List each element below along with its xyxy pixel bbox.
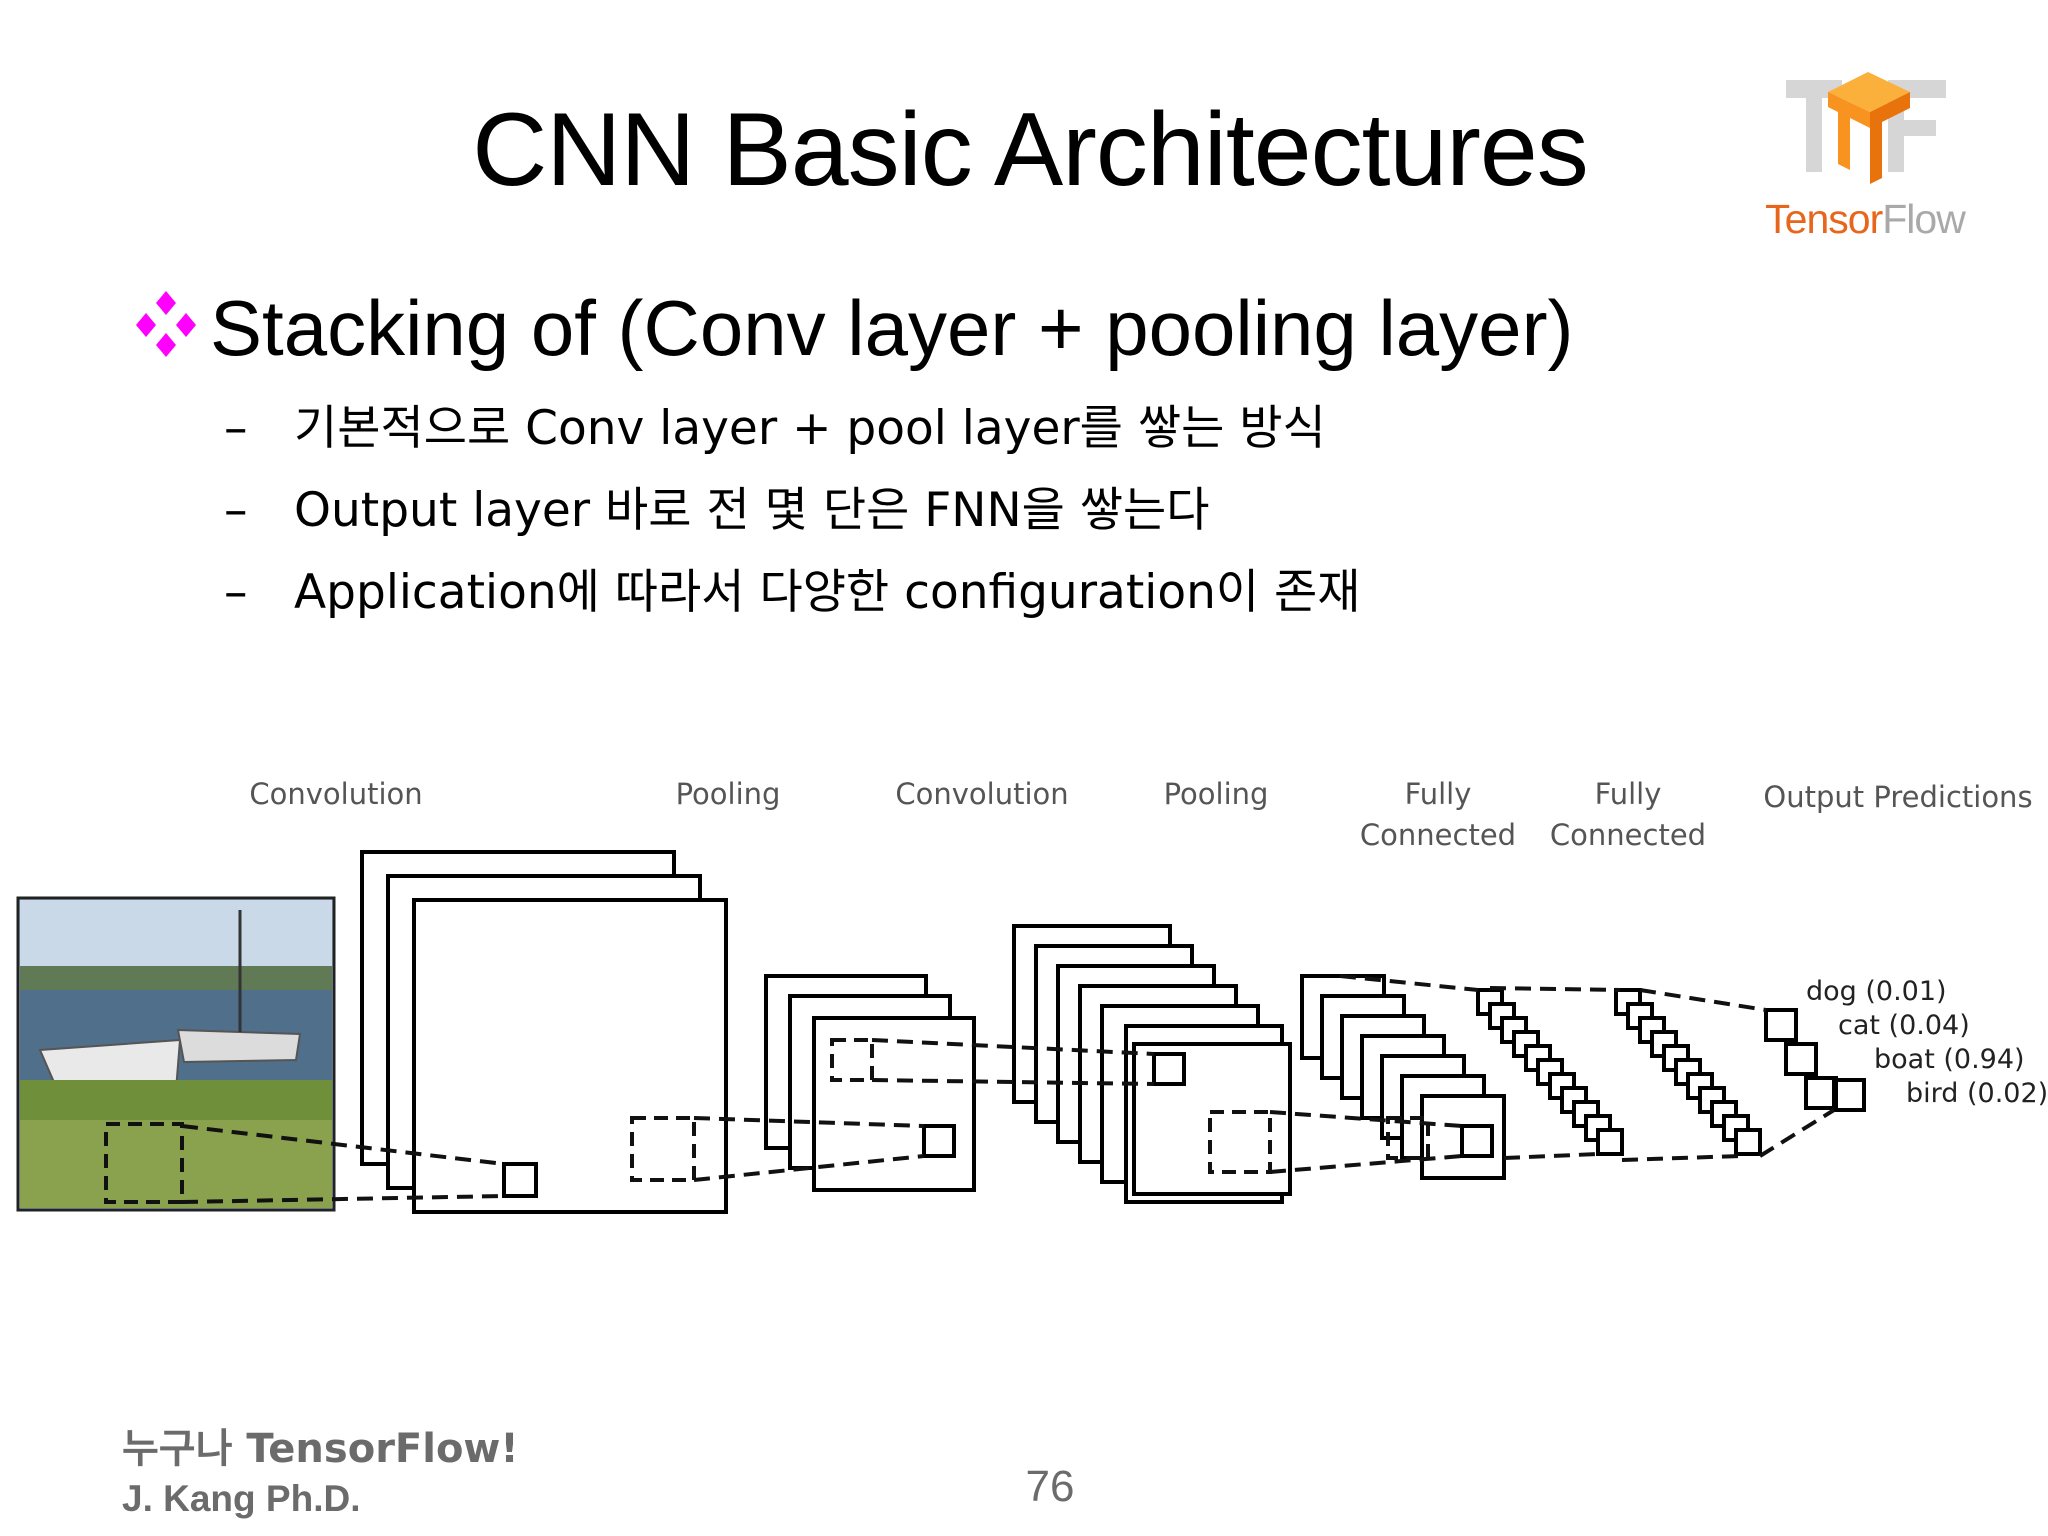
sub-bullet-text: Output layer 바로 전 몇 단은 FNN을 쌓는다	[294, 483, 1210, 538]
page-number: 76	[1025, 1462, 1075, 1511]
tensorflow-mark-icon	[1786, 72, 1946, 184]
input-photo	[16, 896, 336, 1212]
diamond-cluster-icon	[136, 291, 196, 357]
fc-label-line2: Connected	[1550, 818, 1706, 852]
main-bullet-text: Stacking of (Conv layer + pooling layer)	[210, 284, 1574, 372]
fc-label-line1: Fully	[1595, 777, 1662, 811]
sub-bullet-item: –Application에 따라서 다양한 configuration이 존재	[224, 552, 1361, 634]
footer-course-label: 누구나 TensorFlow!	[122, 1426, 519, 1472]
footer-author: J. Kang Ph.D.	[122, 1478, 361, 1519]
stage-label: Convolution	[895, 777, 1068, 811]
main-bullet: Stacking of (Conv layer + pooling layer)	[128, 280, 1574, 376]
fc-label-line1: Fully	[1405, 777, 1472, 811]
logo-text-tensor: Tensor	[1765, 196, 1883, 242]
slide-title: CNN Basic Architectures	[472, 92, 1589, 208]
fc-label-line2: Connected	[1360, 818, 1516, 852]
tensorflow-logo-text: TensorFlow	[1750, 196, 1980, 243]
tensorflow-logo: TensorFlow	[1750, 62, 1980, 252]
cnn-architecture-diagram: Convolution Pooling Convolution Pooling …	[16, 777, 2048, 1214]
sub-bullet-item: –기본적으로 Conv layer + pool layer를 쌓는 방식	[224, 388, 1361, 470]
prediction-label: boat (0.94)	[1874, 1044, 2025, 1075]
logo-text-flow: Flow	[1882, 196, 1966, 242]
prediction-label: bird (0.02)	[1906, 1078, 2048, 1109]
sub-bullet-list: –기본적으로 Conv layer + pool layer를 쌓는 방식 –O…	[224, 388, 1361, 634]
dash-icon: –	[224, 483, 248, 538]
output-label: Output Predictions	[1763, 780, 2032, 814]
prediction-label: dog (0.01)	[1806, 976, 1947, 1007]
dash-icon: –	[224, 401, 248, 456]
sub-bullet-item: –Output layer 바로 전 몇 단은 FNN을 쌓는다	[224, 470, 1361, 552]
prediction-label: cat (0.04)	[1838, 1010, 1970, 1041]
stage-label: Pooling	[676, 777, 781, 811]
sub-bullet-text: 기본적으로 Conv layer + pool layer를 쌓는 방식	[294, 401, 1326, 456]
sub-bullet-text: Application에 따라서 다양한 configuration이 존재	[294, 565, 1361, 620]
stage-label: Convolution	[249, 777, 422, 811]
stage-label: Pooling	[1164, 777, 1269, 811]
dash-icon: –	[224, 565, 248, 620]
